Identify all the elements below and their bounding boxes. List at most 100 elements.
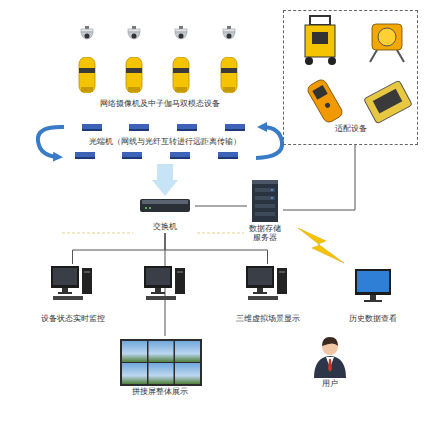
status-light (271, 189, 273, 191)
wall-screen (149, 341, 174, 362)
text-block: 交换机 (135, 222, 195, 231)
gamma-device-icon (126, 57, 142, 93)
status-light (145, 207, 147, 209)
network-link (73, 233, 166, 264)
wall-screen (175, 341, 200, 362)
node-label: 拼接屏整体展示 (110, 387, 210, 396)
adapter-device (372, 24, 402, 50)
wall-screen (175, 363, 200, 384)
user-hair (322, 337, 338, 346)
monitor-screen (357, 271, 389, 292)
monitor-frame (355, 269, 391, 295)
flow-arrow (157, 164, 173, 180)
camera-icon (81, 26, 93, 39)
text-block: 历史数据查看 (335, 314, 410, 323)
transceiver-icon (170, 152, 190, 159)
text-block: 光端机（网线与光纤互转进行远距离传输） (60, 137, 270, 146)
divider-line (197, 233, 244, 234)
network-link (195, 206, 247, 207)
video-wall-frame (120, 339, 202, 386)
case-body (364, 80, 412, 124)
network-link (165, 233, 268, 264)
device-detector (378, 28, 396, 46)
text-block: 拼接屏整体展示 (110, 387, 210, 396)
wireless-symbol (298, 228, 344, 263)
adapter-group: 适配设备 (283, 10, 418, 145)
transceiver-icon (129, 124, 149, 131)
computer-icon (51, 266, 92, 300)
switch-node: 交换机 (135, 196, 195, 233)
divider-line (62, 233, 133, 234)
camera-icon (175, 26, 187, 39)
network-link (283, 145, 355, 210)
device-wheel (305, 57, 313, 65)
transceiver-icon (177, 124, 197, 131)
camera-icon (128, 26, 140, 39)
computer-icon (246, 266, 287, 300)
server-bay (255, 212, 275, 216)
user-head (322, 339, 338, 355)
transceiver-icon (82, 124, 102, 131)
user-body (314, 356, 346, 378)
transceiver-icon (225, 124, 245, 131)
flow-arrow (38, 127, 64, 157)
text-block: 适配设备 (284, 124, 417, 133)
node-label: 适配设备 (284, 124, 417, 133)
device-leg (397, 50, 404, 62)
gamma-device-icon (79, 57, 95, 93)
text-block: 数据存储 服务器 (247, 224, 283, 242)
connector-group (73, 145, 356, 336)
device-handle (310, 16, 330, 25)
status-light (149, 207, 151, 209)
node-label: 三维虚拟场景显示 (220, 314, 315, 323)
video-wall-node: 拼接屏整体展示 (110, 336, 210, 398)
switch-icon (140, 199, 190, 212)
server-bay (255, 188, 275, 192)
text-block: 设备状态实时监控 (30, 314, 115, 323)
scene-station: 三维虚拟场景显示 (220, 264, 315, 325)
server-node: 数据存储 服务器 (247, 176, 283, 244)
text-block: 网络摄像机及中子伽马双模态设备 (60, 99, 260, 108)
network-link (165, 233, 166, 336)
node-label: 交换机 (135, 222, 195, 231)
node-label: 用户 (310, 379, 350, 388)
camera-icon (223, 26, 235, 39)
node-label: 光端机（网线与光纤互转进行远距离传输） (60, 137, 270, 146)
server-bay (255, 196, 275, 200)
user-tie (328, 359, 332, 372)
text-block: 三维虚拟场景显示 (220, 314, 315, 323)
user-node: 用户 (310, 335, 350, 390)
flow-arrow (256, 127, 282, 158)
computer-icon (144, 266, 185, 300)
text-block: 用户 (310, 379, 350, 388)
wall-screen (149, 363, 174, 384)
handheld-screen (312, 85, 327, 100)
transceiver-icon (218, 152, 238, 159)
handheld-device (306, 78, 344, 124)
switch-top (142, 200, 188, 204)
device-leg (370, 50, 377, 62)
transceiver-group: 光端机（网线与光纤互转进行远距离传输） (60, 120, 270, 162)
node-label: 设备状态实时监控 (30, 314, 115, 323)
transceiver-icon (122, 152, 142, 159)
handheld-button (324, 102, 331, 109)
monitor-stand (370, 295, 376, 300)
server-icon (252, 180, 278, 222)
server-bay (255, 204, 275, 208)
gamma-device-icon (173, 57, 189, 93)
node-label: 历史数据查看 (335, 314, 410, 323)
handheld-body (306, 78, 344, 124)
gamma-device-icon (221, 57, 237, 93)
case-device (364, 80, 412, 124)
transceiver-icon (75, 152, 95, 159)
node-label: 网络摄像机及中子伽马双模态设备 (60, 99, 260, 108)
node-label: 数据存储 服务器 (247, 224, 283, 242)
wall-screen (122, 341, 147, 362)
monitor-base (364, 300, 382, 302)
device-panel (312, 32, 328, 44)
server-top (252, 180, 278, 184)
adapter-device (305, 25, 335, 57)
